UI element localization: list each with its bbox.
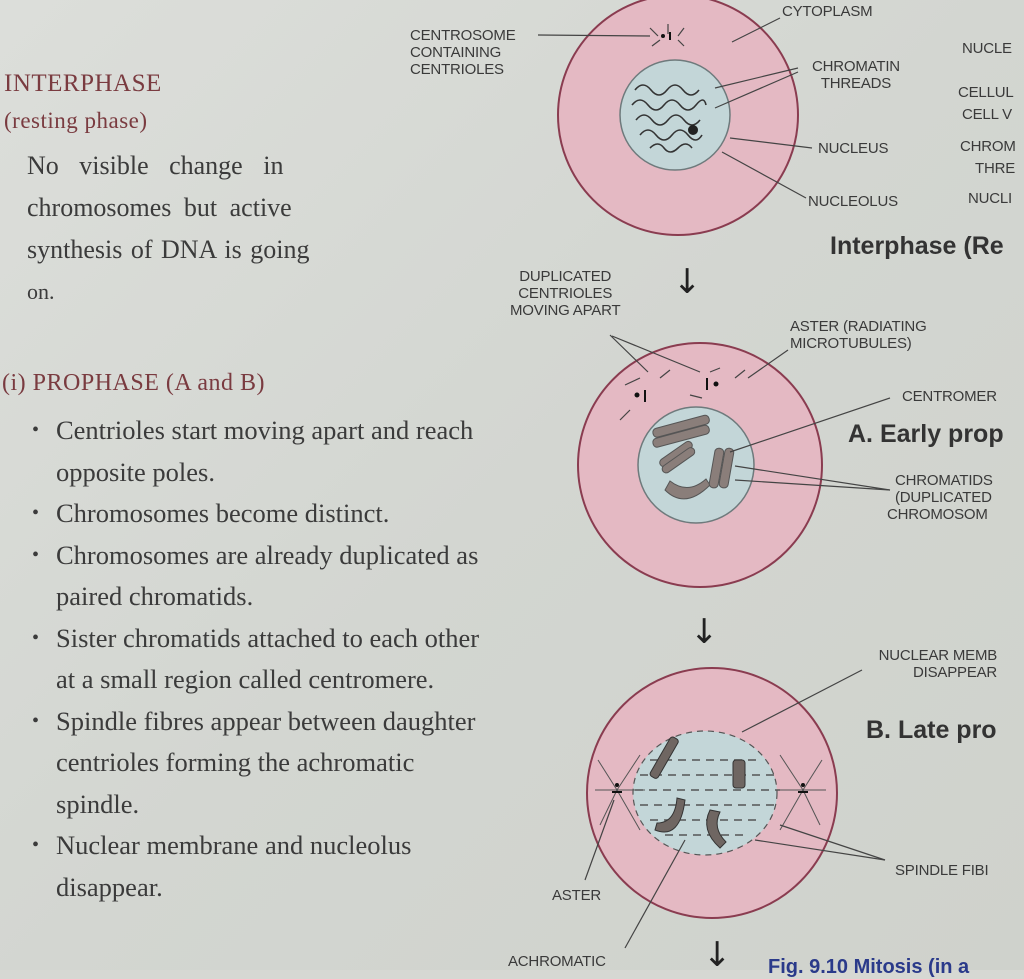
label-nucleolus: NUCLEOLUS (808, 193, 898, 210)
label-line: ASTER (RADIATING (790, 318, 927, 335)
interphase-line-1: No visible change in (27, 151, 284, 180)
label-nucleus: NUCLEUS (818, 140, 889, 157)
right-edge-label: CHROM (960, 138, 1016, 155)
figure-caption: Fig. 9.10 Mitosis (in a (768, 956, 970, 978)
label-aster-radiating: ASTER (RADIATING MICROTUBULES) (790, 318, 927, 352)
label-aster: ASTER (552, 887, 602, 904)
label-chromatin-threads: CHROMATIN THREADS (812, 58, 900, 92)
label-line: CENTRIOLES (410, 61, 504, 78)
label-line: DUPLICATED (519, 268, 612, 285)
label-line: THREADS (820, 75, 892, 92)
right-edge-label: THRE (975, 160, 1016, 177)
label-centromere: CENTROMER (902, 388, 997, 405)
label-chromatids: CHROMATIDS (DUPLICATED CHROMOSOM (887, 472, 993, 523)
interphase-cell (537, 0, 813, 236)
down-arrow-icon: ↓ (703, 935, 732, 975)
prophase-bullet: Spindle fibres appear between daughter c… (30, 701, 500, 826)
label-spindle-fibres: SPINDLE FIBI (895, 862, 989, 879)
down-arrow-icon: ↓ (690, 612, 719, 652)
interphase-line-4: on. (27, 279, 55, 304)
label-line: MOVING APART (510, 302, 621, 319)
right-edge-label: CELLUL (958, 84, 1014, 101)
prophase-bullet: Chromosomes are already duplicated as pa… (30, 535, 500, 618)
right-edge-label: NUCLI (968, 190, 1013, 207)
label-line: CENTRIOLES (518, 285, 613, 302)
prophase-bullet-list: Centrioles start moving apart and reach … (30, 410, 500, 908)
prophase-bullet: Nuclear membrane and nucleolus disappear… (30, 825, 500, 908)
label-nuclear-membrane: NUCLEAR MEMB DISAPPEAR (865, 647, 998, 681)
late-prophase-title: B. Late pro (866, 716, 997, 744)
interphase-title: Interphase (Re (830, 232, 1004, 260)
label-line: DISAPPEAR (913, 664, 998, 681)
right-edge-label: NUCLE (962, 40, 1012, 57)
label-duplicated-centrioles: DUPLICATED CENTRIOLES MOVING APART (510, 268, 621, 319)
label-line: MICROTUBULES) (790, 335, 912, 352)
label-centrosome: CENTROSOME CONTAINING CENTRIOLES (410, 27, 516, 78)
label-line: CENTROSOME (410, 27, 516, 44)
interphase-line-3: synthesis of DNA is going (27, 235, 310, 264)
prophase-bullet: Chromosomes become distinct. (30, 493, 500, 535)
label-cytoplasm: CYTOPLASM (782, 3, 873, 20)
interphase-heading: INTERPHASE (4, 70, 162, 97)
label-line: (DUPLICATED (895, 489, 992, 506)
label-line: NUCLEAR MEMB (878, 647, 998, 664)
early-prophase-title: A. Early prop (848, 420, 1004, 448)
label-line: CHROMATIN (812, 58, 900, 75)
interphase-subheading: (resting phase) (4, 108, 148, 133)
interphase-description: No visible change in chromosomes but act… (27, 145, 387, 313)
prophase-heading: (i) PROPHASE (A and B) (2, 370, 266, 396)
down-arrow-icon: ↓ (673, 262, 702, 302)
right-edge-label: CELL V (962, 106, 1012, 123)
label-line: CONTAINING (410, 44, 502, 61)
interphase-line-2: chromosomes but active (27, 193, 292, 222)
label-line: CHROMATIDS (895, 472, 993, 489)
prophase-bullet: Sister chromatids attached to each other… (30, 618, 500, 701)
label-line: CHROMOSOM (887, 506, 988, 523)
late-prophase-cell (584, 667, 886, 949)
prophase-bullet: Centrioles start moving apart and reach … (30, 410, 500, 493)
early-prophase-cell (577, 334, 891, 588)
label-achromatic: ACHROMATIC (508, 953, 606, 970)
